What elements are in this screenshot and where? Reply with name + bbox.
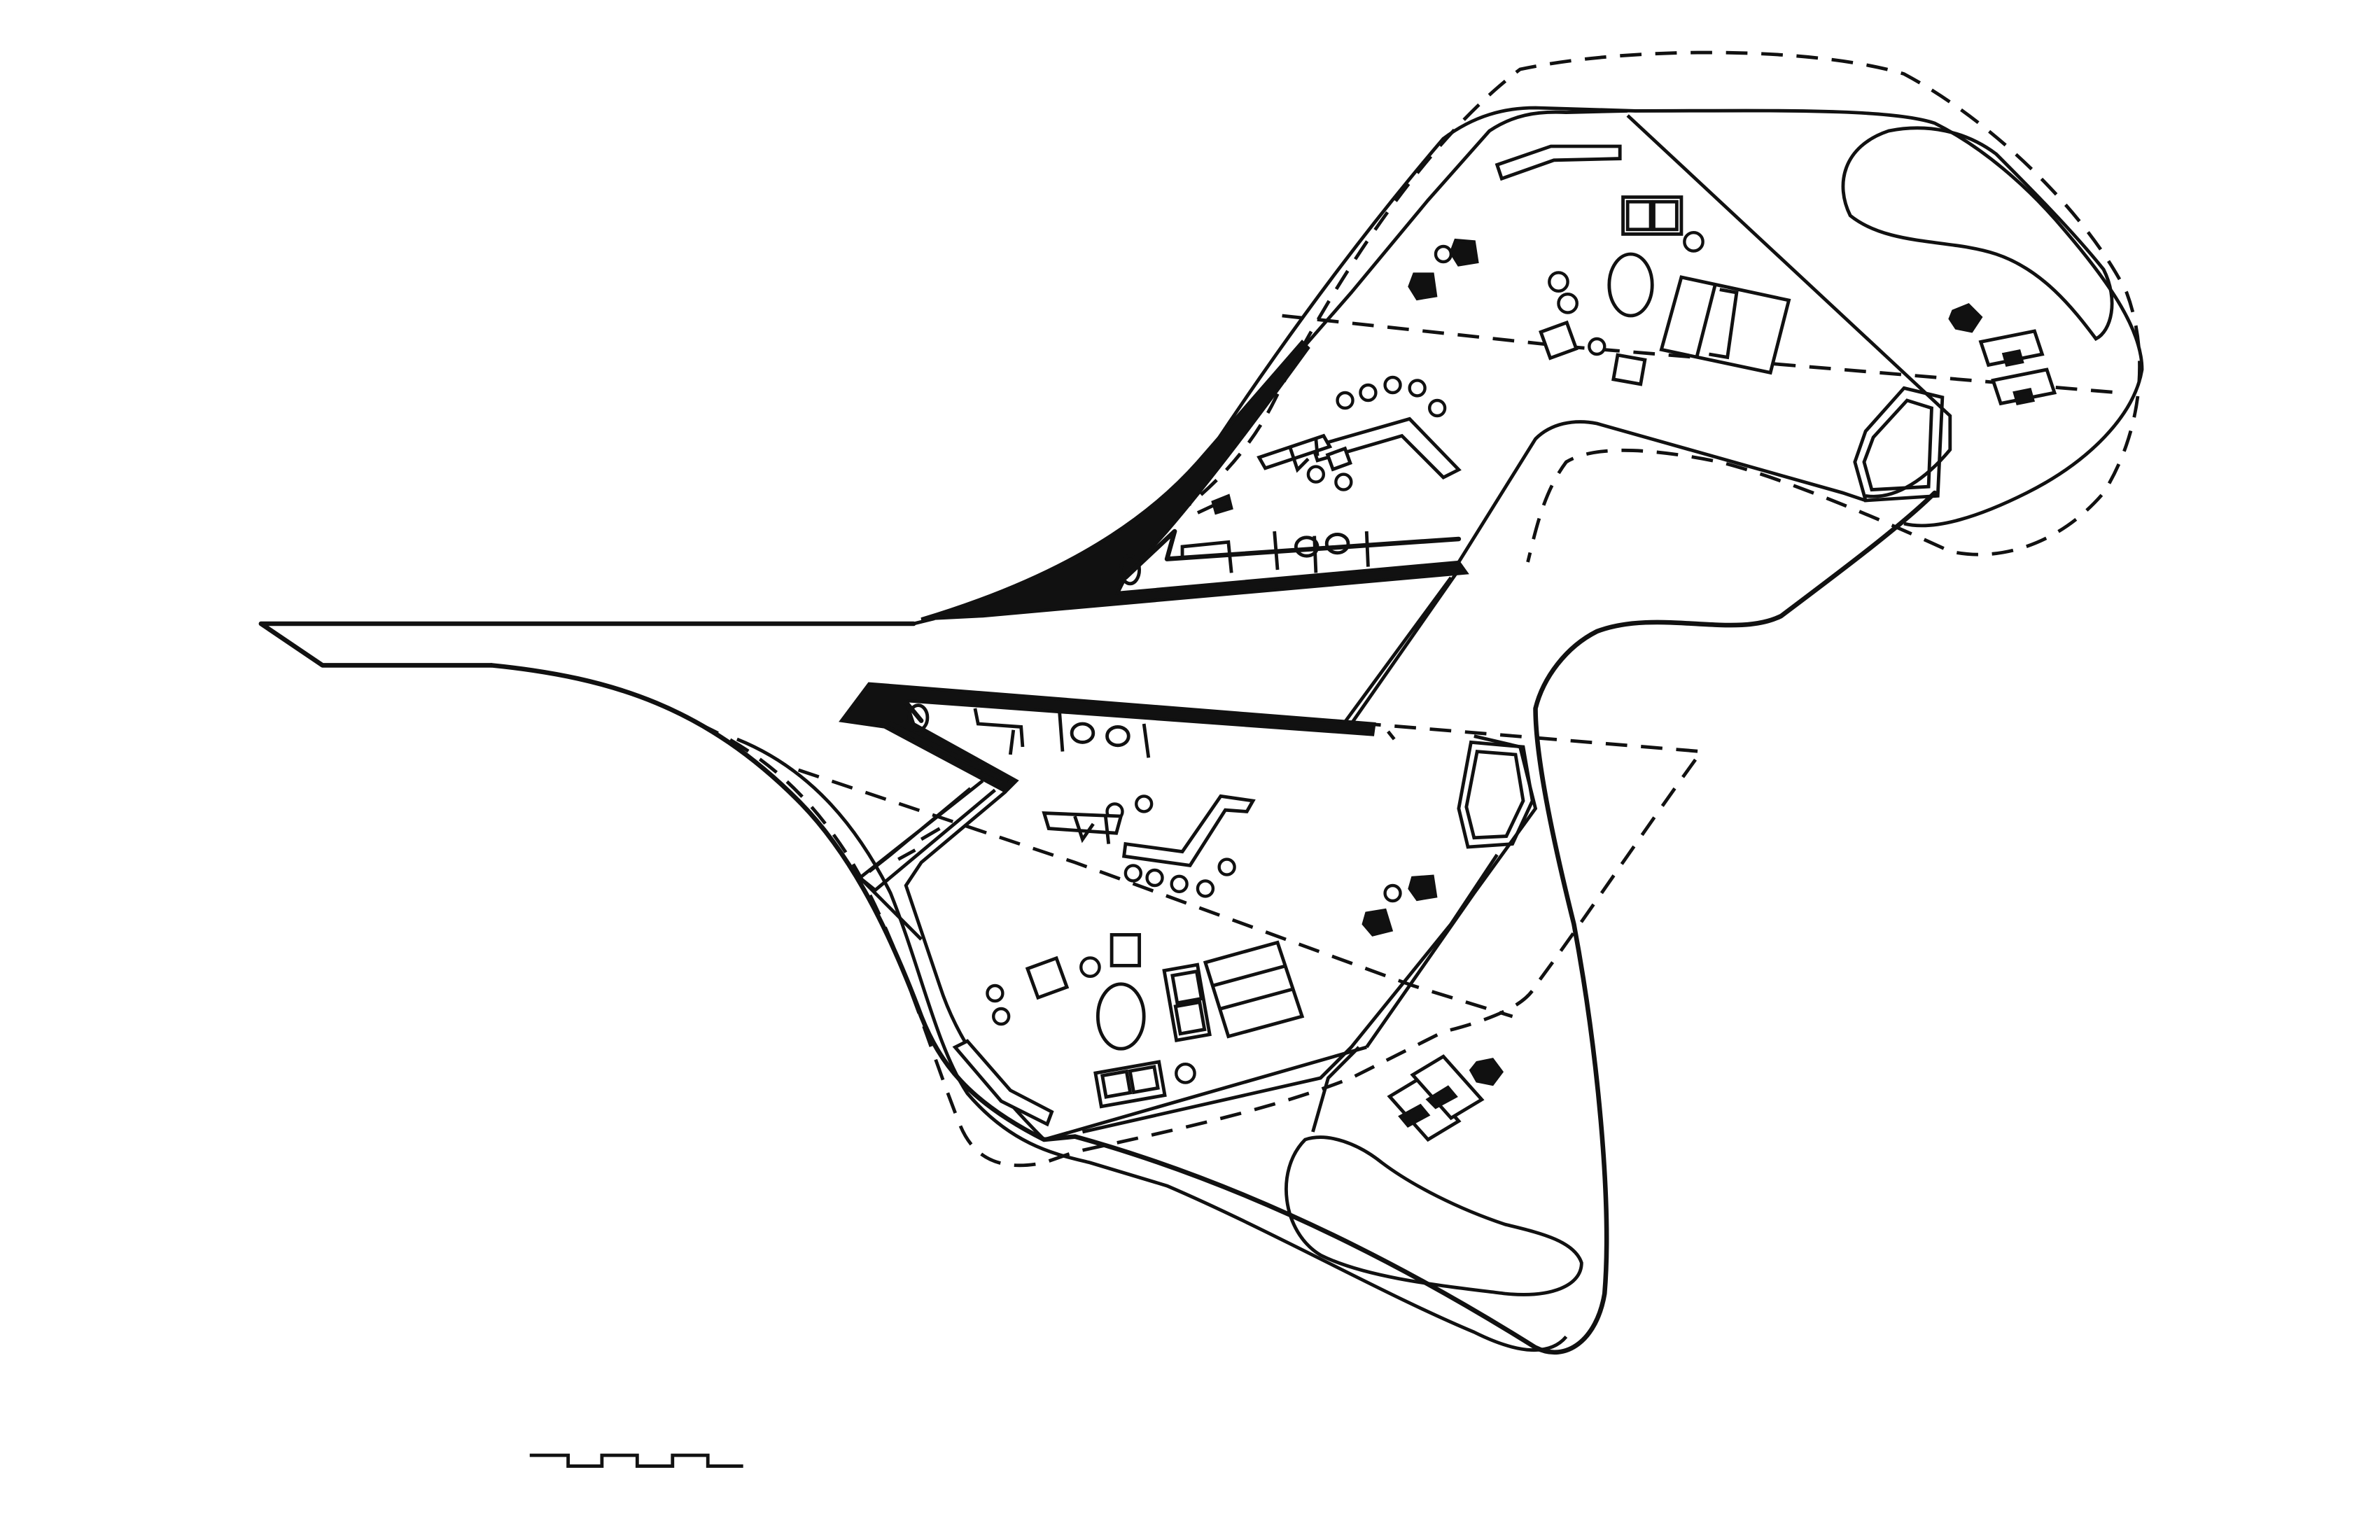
entry-spur <box>258 621 916 668</box>
lower-bench <box>952 1039 1054 1127</box>
site-outline <box>258 50 2144 1355</box>
roof-outline-dashed <box>913 50 2141 626</box>
lower-wing-contour <box>489 490 1938 1355</box>
upper-plant <box>1948 303 1983 333</box>
upper-counter <box>1256 433 1333 470</box>
lower-chair-dark-a <box>1362 908 1394 937</box>
upper-rug <box>1607 252 1654 318</box>
lower-section-line <box>797 768 1513 1018</box>
upper-garden-loop <box>1841 126 2114 342</box>
upper-ridge <box>1457 420 1866 564</box>
upper-wing-contour <box>981 106 2144 610</box>
upper-stair-lines <box>1342 568 1460 725</box>
upper-loungers <box>1978 329 2057 406</box>
lower-unit <box>797 303 2057 1296</box>
lower-terrace-edge <box>1365 734 1538 1049</box>
upper-interior-wall <box>1123 528 1462 580</box>
upper-terrace-edge <box>1626 114 1952 498</box>
lower-diagonal <box>1082 853 1499 1134</box>
upper-bed <box>1659 275 1791 375</box>
lower-garden-loop <box>1284 1135 1583 1296</box>
upper-kitchen-island <box>1310 416 1462 479</box>
lower-rug <box>1096 982 1146 1051</box>
upper-wall-solid <box>920 340 1469 621</box>
upper-glazing <box>1296 108 1628 356</box>
upper-armchair-a <box>1611 353 1647 386</box>
upper-pool-inner <box>1862 398 1933 492</box>
lower-chair-dark-b <box>1408 874 1438 902</box>
upper-chair-dark-a <box>1449 238 1479 267</box>
scale-bar <box>529 1453 743 1468</box>
lower-counter <box>1042 811 1124 835</box>
upper-shower-mark <box>1211 493 1233 515</box>
upper-armchair-b <box>1539 320 1578 360</box>
lower-armchair-b <box>1025 955 1070 1000</box>
lower-armchair-a <box>1110 932 1142 967</box>
upper-pool <box>1853 386 1945 503</box>
lower-bathroom <box>973 708 1151 758</box>
lower-kitchen-island <box>1121 794 1256 868</box>
lower-pool <box>1457 740 1534 849</box>
lower-terrace-contour <box>736 737 1568 1352</box>
upper-chair-dark-b <box>1408 272 1438 301</box>
upper-bathroom <box>1180 531 1370 573</box>
lower-outline-dashed <box>698 722 1704 1168</box>
lower-plant <box>1469 1058 1504 1086</box>
lower-pool-inner <box>1464 750 1525 840</box>
upper-bench <box>1494 144 1622 181</box>
lower-bed <box>1203 940 1305 1039</box>
upper-unit <box>920 108 2120 725</box>
lower-loungers <box>1387 1054 1485 1142</box>
lower-interior-wall <box>888 699 1009 783</box>
